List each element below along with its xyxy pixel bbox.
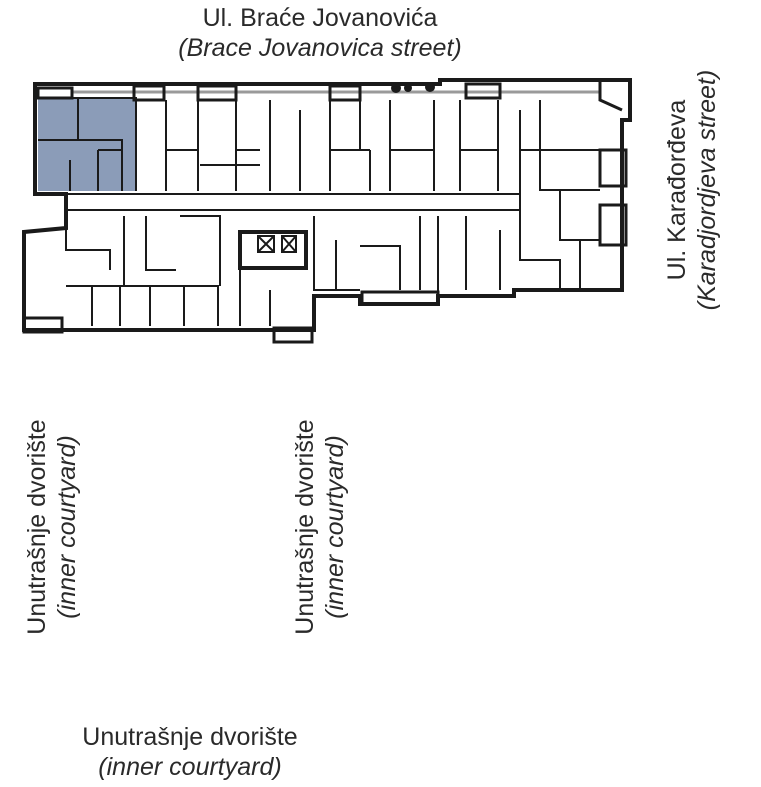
planter-icons xyxy=(391,82,435,93)
interior-walls xyxy=(38,97,600,241)
street-name-local: Ul. Braće Jovanovića xyxy=(202,4,438,32)
lower-left-walls xyxy=(65,210,271,326)
corner-bay xyxy=(36,86,74,100)
courtyard-name-local: Unutrašnje dvorište xyxy=(82,723,298,751)
street-name-english: (Brace Jovanovica street) xyxy=(178,34,462,62)
bottom-balconies xyxy=(22,290,440,344)
courtyard-name-english: (inner courtyard) xyxy=(98,753,282,781)
elevator-icon xyxy=(257,235,297,253)
street-label-top: Ul. Braće Jovanovića (Brace Jovanovica s… xyxy=(0,3,640,63)
top-balconies xyxy=(132,82,502,102)
elevator-core xyxy=(238,230,308,270)
courtyard-label-bottom: Unutrašnje dvorište (inner courtyard) xyxy=(40,722,340,782)
highlighted-apartment[interactable] xyxy=(38,98,136,191)
lower-right-walls xyxy=(313,210,581,296)
central-corridor xyxy=(66,193,521,211)
right-bays xyxy=(598,80,628,247)
